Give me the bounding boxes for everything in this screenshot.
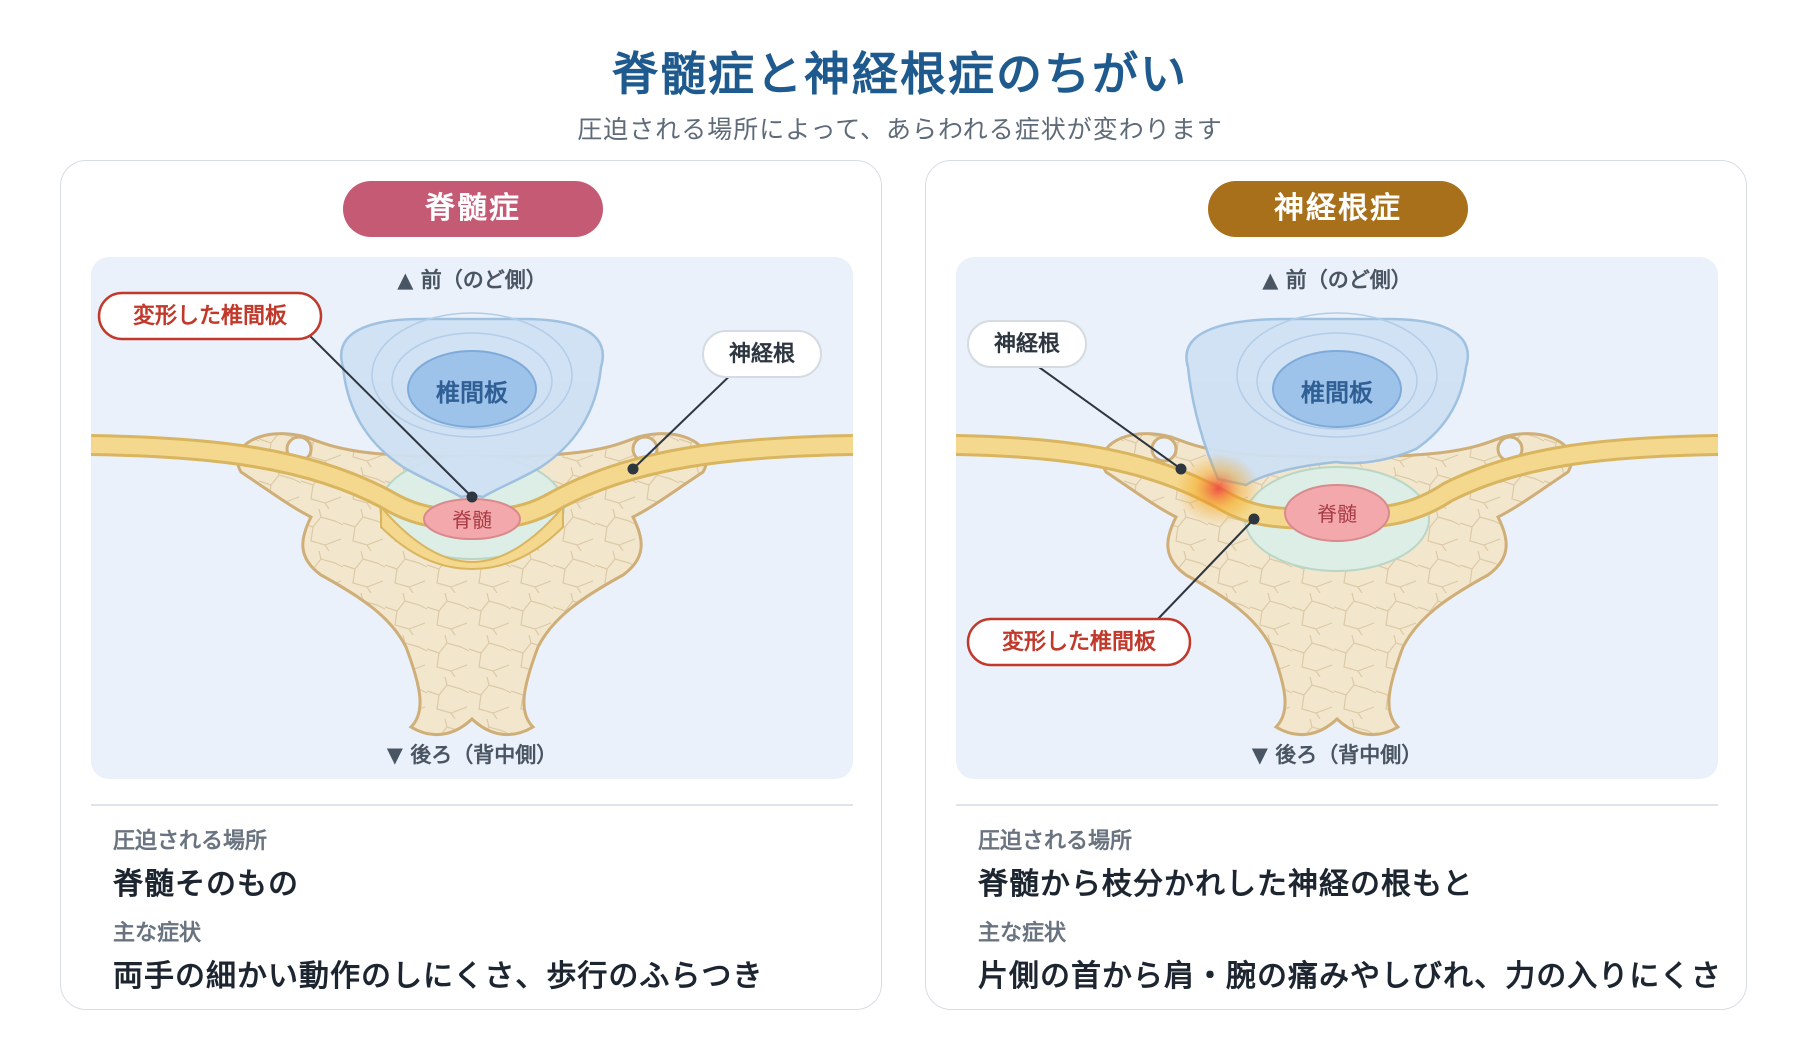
- disc-callout-line: [300, 326, 473, 498]
- disc-ring-2: [1256, 332, 1418, 430]
- location-value: 脊髄そのもの: [113, 867, 299, 902]
- disc-label: 椎間板: [436, 379, 509, 407]
- spinal-cord-label: 脊髄: [1317, 502, 1357, 526]
- radiculopathy-cross-section-svg: ▲ 前（のど側） ▼ 後ろ（背中側） 脊髄 椎間板: [956, 268, 1718, 767]
- page-title: 脊髄症と神経根症のちがい: [612, 47, 1188, 101]
- disc-callout-text: 変形した椎間板: [133, 303, 288, 329]
- location-heading: 圧迫される場所: [978, 829, 1133, 854]
- symptom-heading: 主な症状: [978, 921, 1067, 946]
- back-direction-label: ▼ 後ろ（背中側）: [1252, 743, 1422, 767]
- disc-callout-bubble: [966, 617, 1192, 667]
- disc-callout-text: 変形した椎間板: [1002, 629, 1157, 655]
- radiculopathy-panel: 神経根症 ▲ 前（のど側） ▼ 後ろ（背中側）: [925, 160, 1747, 1010]
- myelopathy-panel: 脊髄症 ▲ 前（のど側） ▼ 後ろ（背中側）: [60, 160, 882, 1010]
- location-heading: 圧迫される場所: [113, 829, 268, 854]
- location-value: 脊髄から枝分かれした神経の根もと: [978, 867, 1474, 902]
- disc-nucleus: [407, 350, 537, 428]
- disc-ring-1: [1236, 312, 1438, 438]
- disc-callout-bubble: [97, 291, 323, 341]
- radiculopathy-diagram: ▲ 前（のど側） ▼ 後ろ（背中側） 脊髄 椎間板: [956, 257, 1718, 779]
- front-direction-label: ▲ 前（のど側）: [1262, 268, 1411, 292]
- disc-callout-dot: [1248, 513, 1260, 525]
- root-callout-bubble: [967, 320, 1087, 368]
- symptom-value: 片側の首から肩・腕の痛みやしびれ、力の入りにくさ: [978, 959, 1722, 994]
- spinal-cord: [1284, 484, 1390, 542]
- disc-callout-line: [1155, 518, 1255, 622]
- myelopathy-title-pill: 脊髄症: [343, 181, 603, 237]
- disc-label: 椎間板: [1301, 379, 1374, 407]
- symptom-value: 両手の細かい動作のしにくさ、歩行のふらつき: [113, 959, 764, 994]
- panel-divider: [91, 804, 853, 806]
- page-subtitle: 圧迫される場所によって、あらわれる症状が変わります: [577, 115, 1223, 144]
- root-callout-bubble: [702, 330, 822, 378]
- root-callout-line: [1035, 364, 1182, 470]
- symptom-heading: 主な症状: [113, 921, 202, 946]
- myelopathy-cross-section-svg: ▲ 前（のど側） ▼ 後ろ（背中側） 脊髄: [91, 268, 853, 767]
- root-callout-text: 神経根: [994, 331, 1060, 357]
- bone-texture: [237, 433, 707, 735]
- root-callout-line: [632, 364, 742, 470]
- cord-flattened: [380, 504, 564, 571]
- compression-glow: [1176, 453, 1260, 525]
- radiculopathy-title-pill: 神経根症: [1208, 181, 1468, 237]
- myelopathy-diagram: ▲ 前（のど側） ▼ 後ろ（背中側） 脊髄: [91, 257, 853, 779]
- panel-divider: [956, 804, 1718, 806]
- root-callout-text: 神経根: [729, 341, 795, 367]
- disc-nucleus: [1272, 350, 1402, 428]
- disc-ring-1: [371, 312, 573, 438]
- spinal-cord-label: 脊髄: [452, 508, 492, 532]
- root-callout-dot: [1175, 463, 1187, 475]
- back-direction-label: ▼ 後ろ（背中側）: [387, 743, 557, 767]
- disc-callout-dot: [466, 491, 478, 503]
- front-direction-label: ▲ 前（のど側）: [397, 268, 546, 292]
- root-callout-dot: [627, 463, 639, 475]
- disc-ring-2: [391, 332, 553, 430]
